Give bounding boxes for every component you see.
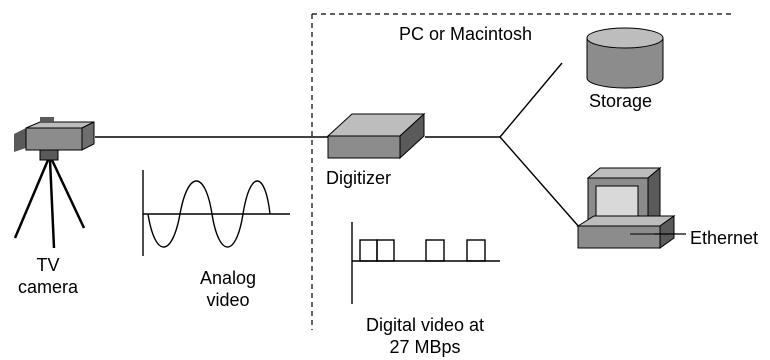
- ethernet-label: Ethernet: [690, 228, 759, 248]
- digitizer-label: Digitizer: [326, 168, 392, 188]
- storage-label: Storage: [589, 91, 653, 111]
- analog-sine-wave-icon: [142, 170, 290, 256]
- camera-label-line2: camera: [17, 277, 79, 297]
- analog-label-line2: video: [206, 290, 250, 310]
- tv-camera-icon: [13, 117, 95, 249]
- camera-label-line1: TV: [36, 255, 60, 275]
- digital-pulse-wave-icon: [351, 222, 500, 304]
- pc-region-label: PC or Macintosh: [399, 24, 533, 44]
- storage-icon: [586, 27, 664, 89]
- computer-icon: [576, 166, 676, 249]
- digital-video-label-line2: 27 MBps: [389, 337, 461, 357]
- digitizer-icon: [326, 112, 426, 160]
- pc-region-boundary: [311, 13, 732, 330]
- digital-video-label-line1: Digital video at: [365, 315, 485, 335]
- analog-label-line1: Analog: [199, 268, 257, 288]
- digitizer-branch-lines: [425, 62, 581, 229]
